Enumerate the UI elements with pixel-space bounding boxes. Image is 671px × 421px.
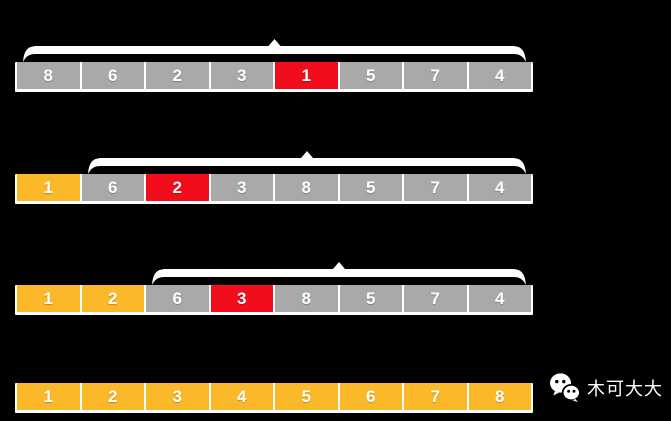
array-cell: 5	[339, 62, 402, 89]
array-cell: 8	[468, 383, 531, 410]
array-cell: 4	[468, 174, 531, 201]
array-cell: 7	[404, 62, 467, 89]
array-cell: 8	[275, 285, 338, 312]
array-cell: 6	[81, 174, 144, 201]
array-cell: 3	[210, 174, 273, 201]
watermark: 木可大大	[549, 372, 663, 403]
array-cell: 1	[17, 174, 80, 201]
array-cell: 7	[404, 174, 467, 201]
array-cell: 8	[275, 174, 338, 201]
array-cell: 2	[81, 285, 144, 312]
array-cell: 2	[81, 383, 144, 410]
array-cell: 1	[17, 285, 80, 312]
wechat-logo-icon	[550, 373, 581, 403]
array-cell: 2	[146, 62, 209, 89]
array-cell: 1	[275, 62, 338, 89]
array-cell: 7	[404, 285, 467, 312]
array-cell: 4	[468, 285, 531, 312]
array-cell: 6	[339, 383, 402, 410]
array-cell: 5	[275, 383, 338, 410]
array-cell: 4	[210, 383, 273, 410]
array-cell: 3	[210, 285, 273, 312]
array-cell: 4	[468, 62, 531, 89]
array-cell: 3	[146, 383, 209, 410]
array-cell: 7	[404, 383, 467, 410]
array-cell: 3	[210, 62, 273, 89]
array-cell: 8	[17, 62, 80, 89]
array-cell: 1	[17, 383, 80, 410]
array-cell: 6	[146, 285, 209, 312]
watermark-text: 木可大大	[587, 378, 663, 399]
array-cell: 2	[146, 174, 209, 201]
brace-icon	[23, 39, 526, 62]
brace-icon	[88, 151, 526, 174]
array-cell: 5	[339, 285, 402, 312]
brace-icon	[152, 262, 526, 285]
array-cell: 5	[339, 174, 402, 201]
array-cell: 6	[81, 62, 144, 89]
